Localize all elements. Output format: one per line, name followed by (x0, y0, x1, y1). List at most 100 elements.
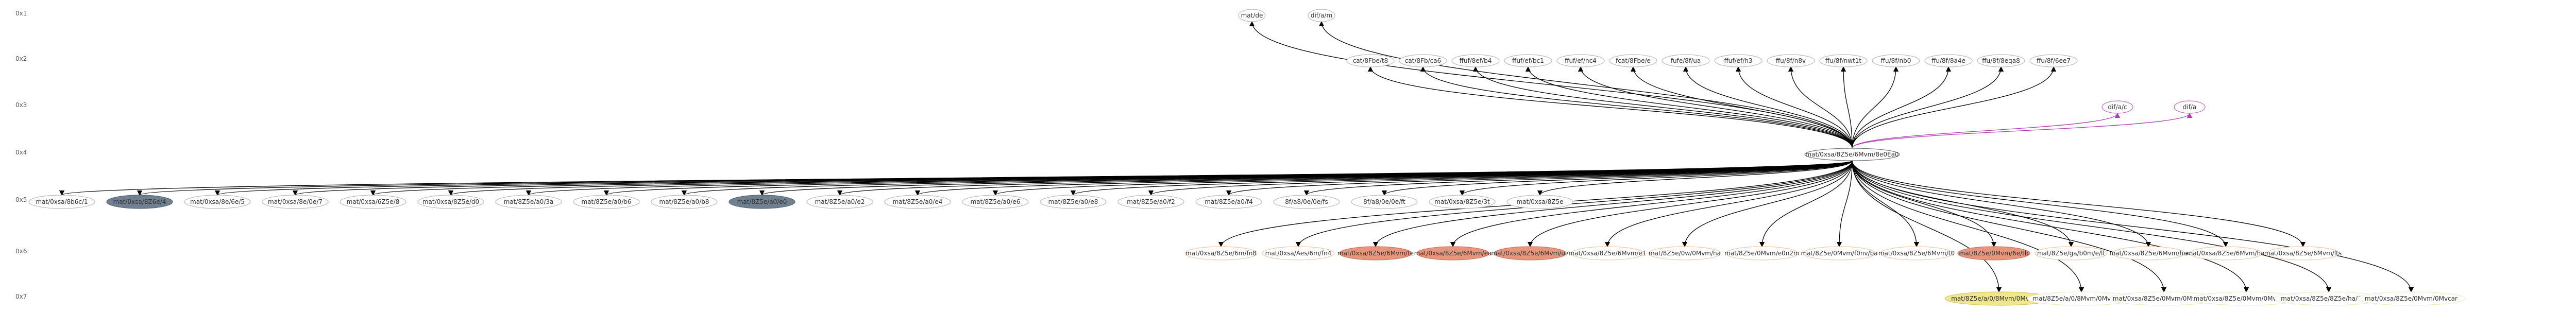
edge-root-row5-19 (1537, 160, 1853, 196)
row2-node-8-label: ffu/8f/n8v (1776, 57, 1806, 64)
row2-node-11-shape (1924, 54, 1973, 67)
row6-node-12: mat/0xsa/8Z5e/6Mvm/ha (2110, 246, 2187, 260)
row2-node-1-label: cat/8Fb/ca6 (1405, 57, 1441, 64)
row2-node-13: ffu/8f/6ee7 (2029, 54, 2078, 67)
row5-node-17-shape (1351, 195, 1418, 209)
edge-root-row6-9 (1852, 160, 1920, 248)
row2-node-1: cat/8Fb/ca6 (1399, 54, 1447, 67)
row6-node-8-label: mat/8Z5e/0Mvm/f0nv/ba (1801, 250, 1877, 257)
edge-root-row2-3 (1525, 66, 1853, 149)
row6-node-13-shape (2189, 246, 2262, 260)
row6-node-3: mat/0xsa/8Z5e/6Mvm/ea (1414, 246, 1492, 260)
row5-node-3: mat/0xsa/8e/0e/7 (262, 195, 329, 209)
edge-root-row7-1 (1852, 160, 2084, 293)
edge-root-row2-13 (1852, 66, 2057, 149)
row5-node-8-label: mat/8Z5e/a0/b8 (659, 198, 709, 205)
edge-root-row7-4 (1852, 160, 2332, 293)
row5-node-9-label: mat/8Z5e/a0/e0 (737, 198, 787, 205)
row2-node-3: ffuf/ef/bc1 (1504, 54, 1552, 67)
edge-root-row2-12 (1852, 66, 2004, 149)
row1-node-0-shape (1238, 9, 1266, 22)
row6-node-8: mat/8Z5e/0Mvm/f0nv/ba (1801, 246, 1878, 260)
row2-node-7-shape (1714, 54, 1762, 67)
row2-node-12-label: ffu/8f/8eqa8 (1982, 57, 2020, 64)
row5-node-12-shape (962, 195, 1029, 209)
row6-node-3-shape (1416, 246, 1489, 260)
row5-node-16: 8f/a8/0e/0e/fs (1273, 195, 1340, 209)
row5-node-14-label: mat/8Z5e/a0/f2 (1127, 198, 1175, 205)
edge-root-row6-4 (1527, 160, 1853, 248)
row2-node-6-shape (1662, 54, 1710, 67)
row5-node-3-label: mat/0xsa/8e/0e/7 (268, 198, 323, 205)
edge-root-row5-2 (215, 160, 1853, 196)
edge-root-row2-11 (1852, 66, 1952, 149)
row5-node-10-shape (806, 195, 873, 209)
edge-root-row6-8 (1836, 160, 1853, 248)
row-label-7: 0x7 (15, 293, 27, 300)
row5-node-0-label: mat/0xsa/8b6c/1 (36, 198, 88, 205)
row5-node-1-label: mat/0xsa/8Z6e/4 (113, 198, 166, 205)
row5-node-17: 8f/a8/0e/0e/ft (1351, 195, 1418, 209)
row5-node-4: mat/0xsa/6Z5e/8 (340, 195, 406, 209)
row2-node-13-label: ffu/8f/6ee7 (2037, 57, 2071, 64)
edge-root-row5-8 (682, 160, 1853, 196)
row6-node-5-label: mat/0xsa/8Z5e/6Mvm/e1 (1569, 250, 1647, 257)
row5-node-12-label: mat/8Z5e/a0/e6 (971, 198, 1021, 205)
row6-node-2-label: mat/0xsa/8Z5e/6Mvm/te (1337, 250, 1414, 257)
row2-node-8-shape (1767, 54, 1815, 67)
row5-node-13-shape (1040, 195, 1107, 209)
row3-node-0: dif/a/c (2102, 100, 2133, 114)
row-label-3: 0x3 (15, 101, 27, 109)
row6-node-10-label: mat/8Z5e/0Mvm/6e/tb (1959, 250, 2029, 257)
row5-node-0-shape (28, 195, 95, 209)
row3-node-1: dif/a (2174, 100, 2206, 114)
row5-node-18-shape (1429, 195, 1496, 209)
row5-node-1: mat/0xsa/8Z6e/4 (106, 195, 173, 209)
row1-node-1-shape (1308, 9, 1335, 22)
row5-node-2-label: mat/0xsa/8e/6e/5 (190, 198, 245, 205)
row5-node-2: mat/0xsa/8e/6e/5 (184, 195, 251, 209)
row7-node-5-shape (2357, 291, 2466, 306)
row6-node-10-shape (1957, 246, 2030, 260)
row6-node-12-shape (2112, 246, 2185, 260)
edge-root-row7-5 (1852, 160, 2414, 293)
row2-node-5: fcat/8Fbe/e (1609, 54, 1657, 67)
row5-node-10: mat/8Z5e/a0/e2 (806, 195, 873, 209)
row5-node-3-shape (262, 195, 329, 209)
row7-node-2-label: mat/0xsa/8Z5e/0Mvm/0Mv6e/bel (2113, 295, 2215, 302)
root-node: mat/0xsa/8Z5e/6Mvm/8e0Ea0 (1804, 148, 1900, 161)
row6-node-0: mat/0xsa/8Z5e/6m/fn8 (1184, 246, 1258, 260)
row2-node-10: ffu/8f/nb0 (1872, 54, 1920, 67)
edge-root-row5-14 (1148, 160, 1853, 196)
row5-node-13: mat/8Z5e/a0/e8 (1040, 195, 1107, 209)
row7-node-0-label: mat/8Z5e/a/0/8Mvm/0Mv6e/ha (1951, 295, 2047, 302)
row5-node-5-label: mat/0xsa/8Z5e/d0 (422, 198, 479, 205)
row6-node-2-shape (1339, 246, 1412, 260)
row6-node-14-label: mat/0xsa/8Z5e/6Mvm/lts (2264, 250, 2342, 257)
row7-node-1: mat/8Z5e/a/0/8Mvm/0Mv6e/bel (2027, 291, 2136, 306)
edge-root-row5-1 (137, 160, 1853, 196)
edge-root-row1-1 (1318, 21, 1853, 149)
row6-node-1-label: mat/0xsa/Aes/6m/fn4 (1265, 250, 1332, 257)
row-label-4: 0x4 (15, 149, 27, 156)
row5-node-16-label: 8f/a8/0e/0e/fs (1285, 198, 1328, 205)
edge-root-row6-12 (1852, 160, 2151, 248)
row7-node-1-label: mat/8Z5e/a/0/8Mvm/0Mv6e/bel (2032, 295, 2130, 302)
row2-node-4: ffuf/ef/nc4 (1556, 54, 1605, 67)
row7-node-3-label: mat/0xsa/8Z5e/0Mvm/0Mv6e/bsst (2194, 295, 2299, 302)
row5-node-11-label: mat/8Z5e/a0/e4 (893, 198, 943, 205)
row6-node-4-label: mat/0xsa/8Z5e/6Mvm/u7 (1491, 250, 1569, 257)
row5-node-14-shape (1117, 195, 1184, 209)
row6-node-7-shape (1725, 246, 1799, 260)
edge-root-row6-5 (1604, 160, 1853, 248)
row6-node-1-shape (1262, 246, 1335, 260)
row6-node-4-shape (1494, 246, 1567, 260)
edge-root-row2-2 (1472, 66, 1853, 149)
row7-node-0: mat/8Z5e/a/0/8Mvm/0Mv6e/ha (1944, 291, 2054, 306)
row5-node-7: mat/8Z5e/a0/b6 (573, 195, 640, 209)
row6-node-6: mat/8Z5e/0w/0Mvm/ha (1648, 246, 1721, 260)
row5-node-6-label: mat/8Z5e/a0/3a (504, 198, 554, 205)
row5-node-17-label: 8f/a8/0e/0e/ft (1363, 198, 1405, 205)
edge-root-row5-7 (604, 160, 1853, 196)
